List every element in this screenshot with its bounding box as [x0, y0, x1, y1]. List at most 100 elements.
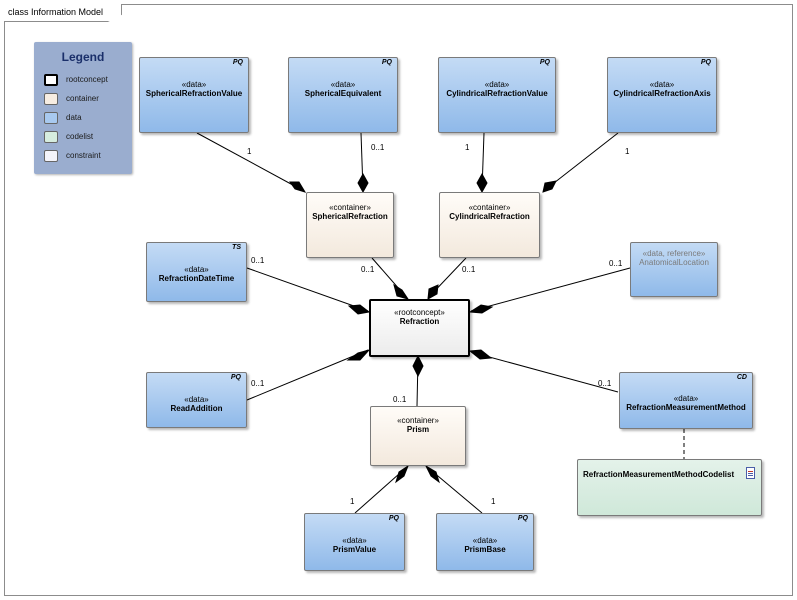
edge-al-root — [470, 267, 631, 312]
class-name: SphericalEquivalent — [304, 89, 382, 98]
class-type-tag: TS — [232, 244, 241, 251]
class-read-addition[interactable]: PQ «data» ReadAddition — [146, 372, 247, 428]
class-type-tag: PQ — [539, 59, 550, 66]
legend-label-codelist: codelist — [66, 132, 94, 141]
class-name: PrismBase — [464, 545, 506, 554]
class-name: RefractionDateTime — [158, 274, 235, 283]
class-name: Refraction — [399, 317, 440, 326]
multiplicity-label: 0..1 — [393, 395, 407, 404]
class-type-tag: PQ — [517, 515, 528, 522]
edge-rdt-root — [246, 267, 369, 312]
legend-swatch-constraint — [44, 150, 58, 162]
multiplicity-label: 1 — [625, 147, 630, 156]
edge-ra-root — [246, 349, 369, 401]
diamond-prism-pv — [395, 464, 410, 484]
class-stereotype: «container» — [329, 203, 371, 212]
multiplicity-label: 0..1 — [371, 143, 385, 152]
diamond-sr-srv — [289, 181, 307, 193]
multiplicity-label: 0..1 — [598, 379, 612, 388]
class-refraction-date-time[interactable]: TS «data» RefractionDateTime — [146, 242, 247, 302]
legend-title: Legend — [61, 50, 105, 64]
legend-swatch-data — [44, 112, 58, 124]
class-refraction-root[interactable]: «rootconcept» Refraction — [369, 299, 470, 357]
class-spherical-refraction-value[interactable]: PQ «data» SphericalRefractionValue — [139, 57, 249, 133]
class-stereotype: «data» — [472, 536, 498, 545]
class-name: AnatomicalLocation — [639, 258, 709, 267]
class-name: PrismValue — [332, 545, 377, 554]
class-stereotype: «data» — [330, 80, 356, 89]
class-name: CylindricalRefractionValue — [446, 89, 548, 98]
diagram-frame-title: class Information Model — [4, 4, 122, 22]
class-name: SphericalRefractionValue — [145, 89, 243, 98]
edge-srv-sr — [196, 132, 303, 191]
class-type-tag: PQ — [700, 59, 711, 66]
class-cylindrical-refraction-value[interactable]: PQ «data» CylindricalRefractionValue — [438, 57, 556, 133]
multiplicity-label: 0..1 — [462, 265, 476, 274]
class-refraction-measurement-method-codelist[interactable]: RefractionMeasurementMethodCodelist — [577, 459, 762, 516]
class-name: CylindricalRefraction — [449, 212, 530, 221]
class-type-tag: PQ — [388, 515, 399, 522]
diamond-root-sr — [393, 283, 410, 300]
legend-label-rootconcept: rootconcept — [66, 75, 108, 84]
class-stereotype: «data» — [484, 80, 510, 89]
class-stereotype: «data, reference» — [642, 249, 706, 258]
class-prism-base[interactable]: PQ «data» PrismBase — [436, 513, 534, 571]
legend-swatch-rootconcept — [44, 74, 58, 86]
class-stereotype: «data» — [649, 80, 675, 89]
multiplicity-label: 1 — [350, 497, 355, 506]
class-spherical-equivalent[interactable]: PQ «data» SphericalEquivalent — [288, 57, 398, 133]
class-cylindrical-refraction[interactable]: «container» CylindricalRefraction — [439, 192, 540, 258]
class-name: CylindricalRefractionAxis — [613, 89, 711, 98]
class-type-tag: PQ — [230, 374, 241, 381]
class-stereotype: «data» — [673, 394, 699, 403]
legend-swatch-container — [44, 93, 58, 105]
class-name: RefractionMeasurementMethod — [626, 403, 746, 412]
diamond-sr-se — [357, 172, 369, 194]
multiplicity-label: 1 — [465, 143, 470, 152]
class-type-tag: PQ — [381, 59, 392, 66]
class-name: SphericalRefraction — [312, 212, 388, 221]
class-name: RefractionMeasurementMethodCodelist — [583, 470, 735, 479]
edge-cra-cr — [544, 132, 619, 191]
multiplicity-label: 1 — [247, 147, 252, 156]
legend-swatch-codelist — [44, 131, 58, 143]
diamond-cr-crv — [476, 172, 488, 194]
edge-rmm-root — [470, 351, 619, 393]
legend-label-constraint: constraint — [66, 151, 101, 160]
class-spherical-refraction[interactable]: «container» SphericalRefraction — [306, 192, 394, 258]
class-cylindrical-refraction-axis[interactable]: PQ «data» CylindricalRefractionAxis — [607, 57, 717, 133]
class-stereotype: «data» — [342, 536, 367, 545]
codelist-icon — [746, 467, 755, 479]
class-type-tag: CD — [736, 374, 747, 381]
class-name: ReadAddition — [170, 404, 223, 413]
class-stereotype: «data» — [184, 395, 209, 404]
legend-label-data: data — [66, 113, 82, 122]
class-stereotype: «data» — [181, 80, 207, 89]
diagram-frame — [4, 4, 793, 596]
multiplicity-label: 0..1 — [251, 256, 265, 265]
diamond-root-prism — [412, 354, 424, 378]
class-type-tag: PQ — [232, 59, 243, 66]
class-name: Prism — [406, 425, 430, 434]
diamond-root-al — [468, 304, 494, 314]
class-stereotype: «container» — [397, 416, 439, 425]
multiplicity-label: 1 — [491, 497, 496, 506]
multiplicity-label: 0..1 — [361, 265, 375, 274]
class-stereotype: «data» — [184, 265, 209, 274]
multiplicity-label: 0..1 — [609, 259, 623, 268]
multiplicity-label: 0..1 — [251, 379, 265, 388]
class-refraction-measurement-method[interactable]: CD «data» RefractionMeasurementMethod — [619, 372, 753, 429]
class-stereotype: «container» — [468, 203, 511, 212]
class-anatomical-location[interactable]: «data, reference» AnatomicalLocation — [630, 242, 718, 297]
legend-panel: Legend rootconcept container data codeli… — [34, 42, 132, 174]
diamond-root-rmm — [468, 349, 493, 360]
diamond-root-cr — [427, 284, 439, 300]
diamond-cr-cra — [542, 180, 557, 193]
class-prism[interactable]: «container» Prism — [370, 406, 466, 466]
diamond-root-ra — [346, 349, 371, 361]
diamond-prism-pb — [424, 464, 440, 484]
class-stereotype: «rootconcept» — [394, 308, 445, 317]
legend-label-container: container — [66, 94, 99, 103]
class-prism-value[interactable]: PQ «data» PrismValue — [304, 513, 405, 571]
